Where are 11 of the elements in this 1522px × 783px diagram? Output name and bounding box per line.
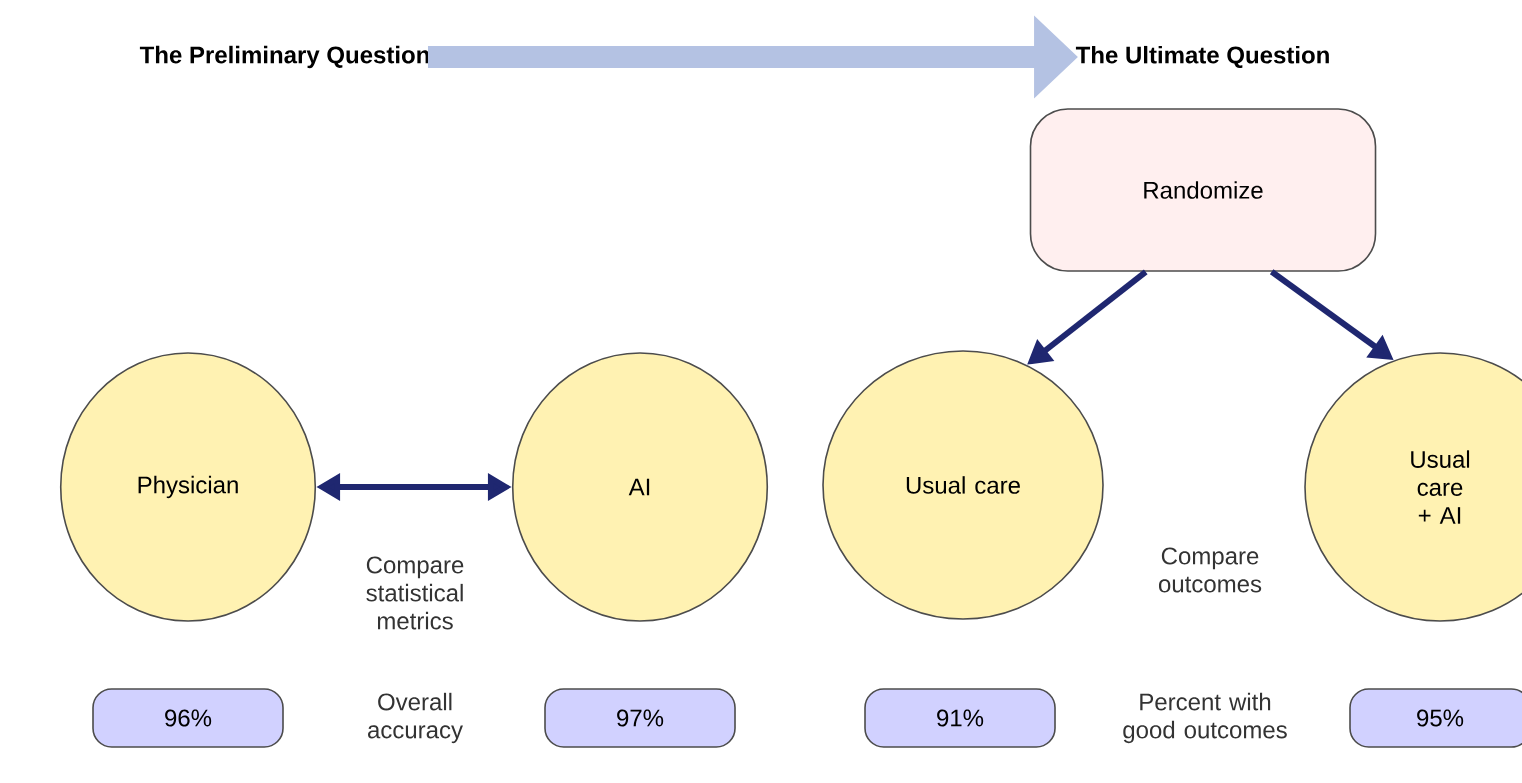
note-text: Compare outcomes [1159, 547, 1262, 593]
process-box: Randomize [1029, 108, 1377, 272]
value-pill: 97% [544, 688, 736, 748]
value-pill: 95% [1349, 688, 1522, 748]
value-pill: 91% [864, 688, 1056, 748]
heading-text: The Preliminary Question [139, 45, 429, 69]
note-text: Percent with good outcomes [1123, 692, 1287, 744]
value-pill: 96% [92, 688, 284, 748]
note-text: Compare statistical metrics [366, 556, 464, 630]
note-text: Overall accuracy [368, 692, 463, 744]
heading-text: The Ultimate Question [1075, 45, 1329, 69]
